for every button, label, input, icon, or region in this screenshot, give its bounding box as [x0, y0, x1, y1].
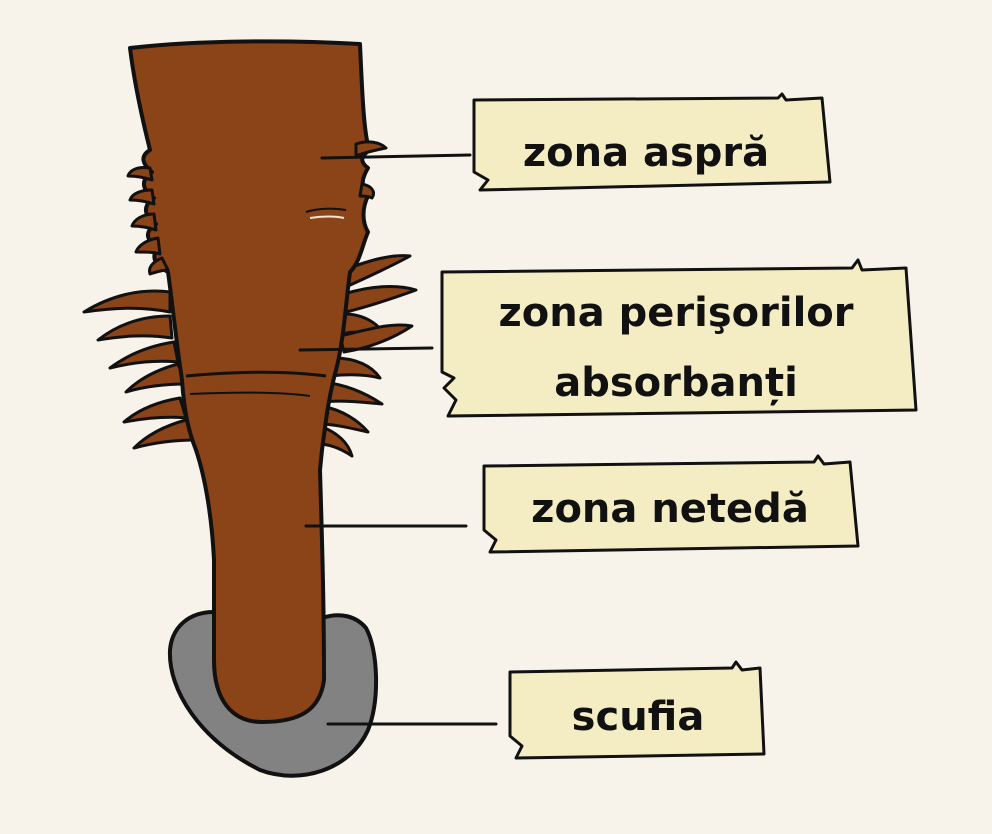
label-box-rough-zone-shape [472, 92, 832, 192]
bump-left-3 [130, 212, 158, 232]
scratch-mark [305, 207, 347, 213]
hair-left-6 [132, 418, 198, 450]
label-box-rough-zone: zona aspră [472, 92, 832, 192]
bump-right-2 [358, 182, 376, 200]
bump-right-1 [354, 140, 388, 158]
hair-left-2 [96, 314, 174, 342]
label-box-root-cap-shape [508, 660, 766, 760]
label-box-smooth-zone-shape [482, 454, 860, 554]
bump-left-5 [148, 256, 170, 276]
leader-root-hair-zone [298, 346, 434, 352]
root-band-line-2 [189, 391, 311, 397]
hair-left-5 [122, 396, 188, 424]
label-box-root-hair-zone: zona perişorilor absorbanți [440, 258, 918, 418]
label-box-smooth-zone: zona netedă [482, 454, 860, 554]
hair-right-6 [318, 380, 384, 406]
scratch-mark-2 [309, 215, 345, 219]
rough-zone-bumps [126, 140, 388, 276]
root-band-line [185, 370, 327, 378]
bump-left-2 [128, 188, 156, 206]
label-box-root-cap: scufia [508, 660, 766, 760]
label-root-cap: scufia [572, 694, 705, 740]
hair-right-1 [342, 254, 412, 288]
hair-right-5 [328, 356, 382, 380]
root-hairs [82, 254, 418, 458]
leader-rough-zone [320, 153, 472, 160]
leader-lines [298, 153, 498, 726]
hair-left-4 [124, 362, 188, 394]
label-box-root-hair-zone-shape [440, 258, 918, 418]
bump-left-4 [134, 236, 162, 256]
label-rough-zone: zona aspră [523, 130, 769, 176]
hair-right-2 [342, 285, 418, 314]
bump-left-1 [126, 166, 154, 182]
label-root-hair-zone-line1: zona perişorilor [499, 290, 854, 336]
label-smooth-zone: zona netedă [531, 486, 809, 532]
hair-left-3 [108, 340, 180, 370]
hair-left-1 [82, 289, 172, 314]
label-root-hair-zone-line2: absorbanți [554, 360, 798, 406]
